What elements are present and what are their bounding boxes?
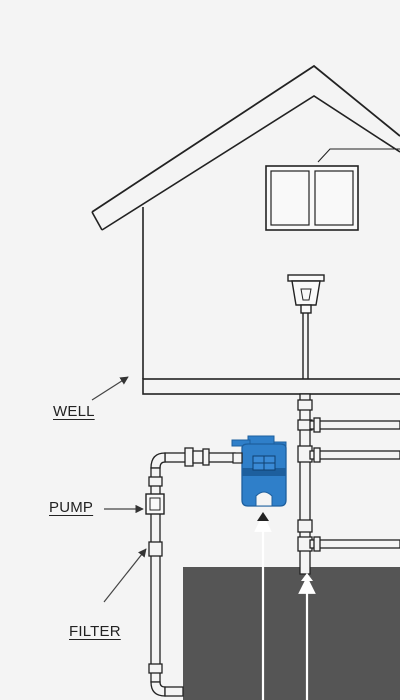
light-fixture-icon [287,274,325,314]
label-filter: FILTER [69,623,121,640]
supply-pipe [148,447,236,697]
roof-outer [91,64,400,213]
window-icon [265,148,400,231]
filter-leader [103,548,147,603]
label-well: WELL [53,403,95,420]
floor-slab [142,378,400,395]
flow-arrows [254,514,316,700]
roof-inner [101,95,400,231]
well-leader [91,376,129,401]
filter-fitting-icon [145,493,165,515]
label-pump: PUMP [49,499,93,516]
label-filter-text: FILTER [69,623,121,640]
house [91,64,400,395]
label-well-text: WELL [53,403,95,420]
pump-tank-icon [231,435,287,507]
main-riser-pipe [297,393,400,575]
ground-area [183,567,400,700]
label-pump-text: PUMP [49,499,94,516]
